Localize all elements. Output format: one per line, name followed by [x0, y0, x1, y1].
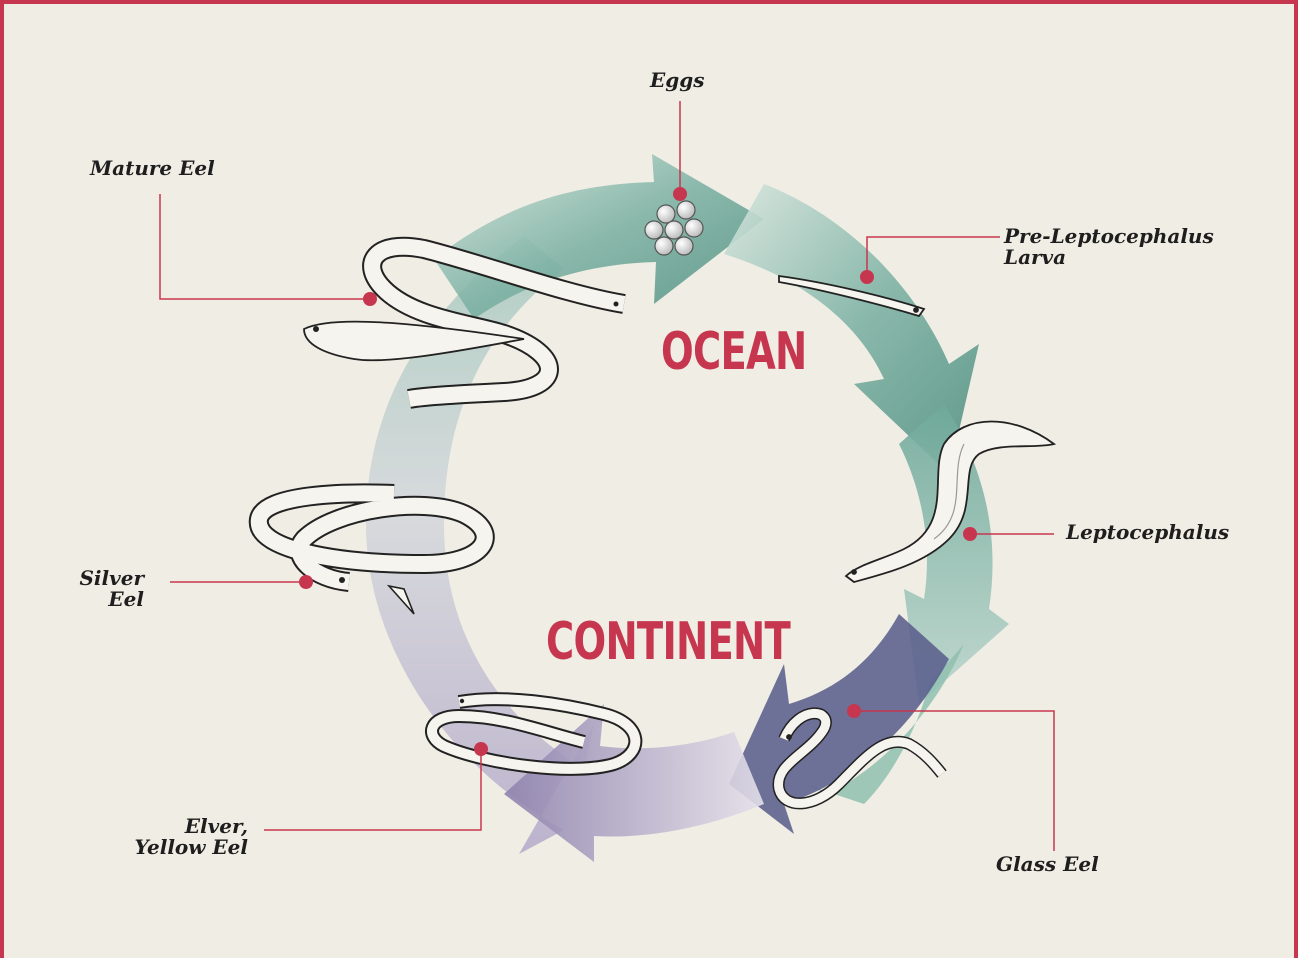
continent-region-label: CONTINENT: [546, 612, 790, 672]
silver-eel-line2: Eel: [79, 589, 144, 610]
leptocephalus-label: Leptocephalus: [1066, 522, 1229, 543]
mature-eel-marker: [363, 292, 377, 306]
elver-yellow-eel-label: Elver, Yellow Eel: [134, 816, 248, 858]
ocean-region-label: OCEAN: [661, 322, 807, 382]
silver-eel-marker: [299, 575, 313, 589]
mature-eel-label: Mature Eel: [90, 158, 215, 179]
eggs-label: Eggs: [650, 70, 704, 91]
pre-leptocephalus-marker: [860, 270, 874, 284]
pre-leptocephalus-line2: Larva: [1004, 247, 1214, 268]
silver-eel-line1: Silver: [79, 568, 144, 589]
glass-eel-label: Glass Eel: [996, 854, 1099, 875]
elver-marker: [474, 742, 488, 756]
elver-line2: Yellow Eel: [134, 837, 248, 858]
pre-leptocephalus-label: Pre-Leptocephalus Larva: [1004, 226, 1214, 268]
leptocephalus-marker: [963, 527, 977, 541]
pre-leptocephalus-line1: Pre-Leptocephalus: [1004, 226, 1214, 247]
elver-line1: Elver,: [134, 816, 248, 837]
eggs-marker: [673, 187, 687, 201]
glass-eel-marker: [847, 704, 861, 718]
silver-eel-label: Silver Eel: [79, 568, 144, 610]
